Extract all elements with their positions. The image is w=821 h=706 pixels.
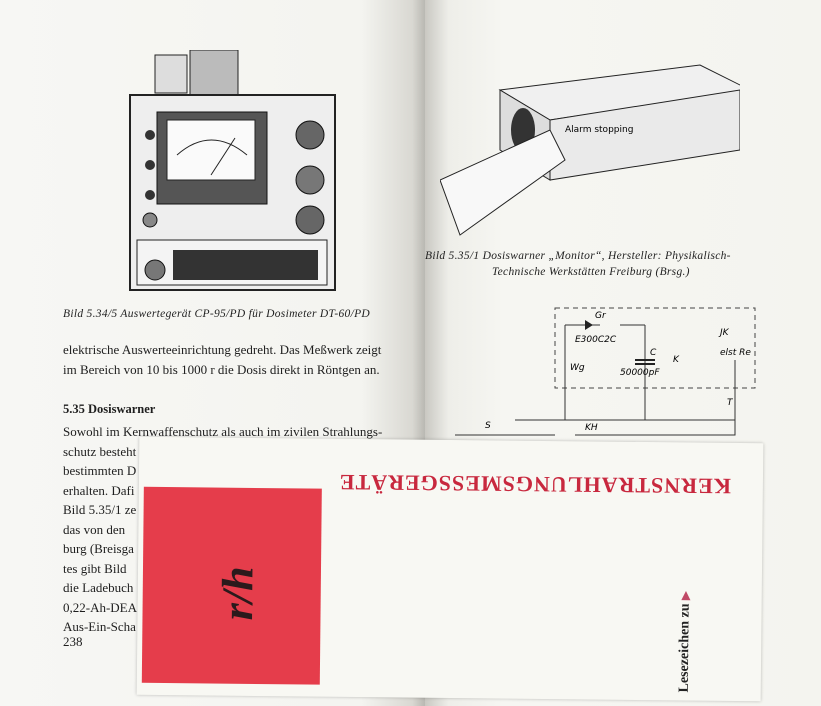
- body-line: die Ladebuch: [63, 580, 134, 595]
- label: Wg: [570, 363, 585, 373]
- figure-caption-line: Bild 5.35/1 Dosiswarner „Monitor“, Herst…: [425, 250, 731, 262]
- label: E300C2C: [575, 335, 617, 345]
- body-line: erhalten. Dafi: [63, 482, 135, 498]
- label: K: [673, 355, 680, 365]
- section-heading: 5.35 Dosiswarner: [63, 402, 156, 416]
- dosimeter-monitor-illustration: Alarm stopping: [440, 64, 740, 236]
- body-line: tes gibt Bild: [63, 560, 127, 576]
- figure-caption-line: Technische Werkstätten Freiburg (Brsg.): [492, 266, 690, 278]
- label: elst Re: [720, 348, 751, 358]
- body-line: Aus-Ein-Scha: [63, 619, 136, 634]
- dosimeter-evaluator-illustration: [129, 50, 336, 291]
- label: KH: [585, 423, 598, 433]
- body-line: 0,22-Ah-DEA: [63, 599, 138, 615]
- body-line: bestimmten D: [63, 463, 137, 478]
- arrow-icon: ▶: [679, 591, 692, 601]
- page-number: 238: [63, 634, 83, 649]
- label: S: [485, 421, 491, 431]
- bookmark-title: KERNSTRAHLUNGSMESSGERÄTE: [338, 469, 731, 499]
- label: 50000pF: [620, 368, 660, 378]
- device-label: Alarm stopping: [565, 125, 633, 135]
- body-line: das von den: [63, 521, 126, 537]
- body-line: Bild 5.35/1 ze: [63, 502, 137, 517]
- body-line: burg (Breisga: [63, 541, 134, 556]
- figure-caption: Bild 5.34/5 Auswertegerät CP-95/PD für D…: [63, 308, 371, 320]
- bookmark-label: Lesezeichen zu ▶: [677, 591, 694, 692]
- label: C: [650, 348, 657, 358]
- body-line: Sowohl im Kernwaffenschutz als auch im z…: [63, 424, 383, 439]
- circuit-diagram: Gr E300C2C Wg C 50000pF JK elst Re K T S…: [455, 307, 756, 436]
- left-page: Bild 5.34/5 Auswertegerät CP-95/PD für D…: [0, 0, 425, 706]
- body-line: im Bereich von 10 bis 1000 r die Dosis d…: [63, 362, 380, 377]
- bookmark-label-text: Lesezeichen zu: [676, 603, 693, 693]
- publisher-logo: r/h: [212, 566, 263, 621]
- body-line: schutz besteht: [63, 443, 137, 459]
- label: JK: [718, 328, 730, 338]
- publisher-logo-block: r/h: [141, 486, 322, 685]
- bookmark-card: r/h KERNSTRAHLUNGSMESSGERÄTE Lesezeichen…: [136, 436, 764, 702]
- label: T: [727, 398, 734, 408]
- label: Gr: [595, 311, 607, 321]
- body-line: elektrische Auswerteeinrichtung gedreht.…: [63, 342, 382, 357]
